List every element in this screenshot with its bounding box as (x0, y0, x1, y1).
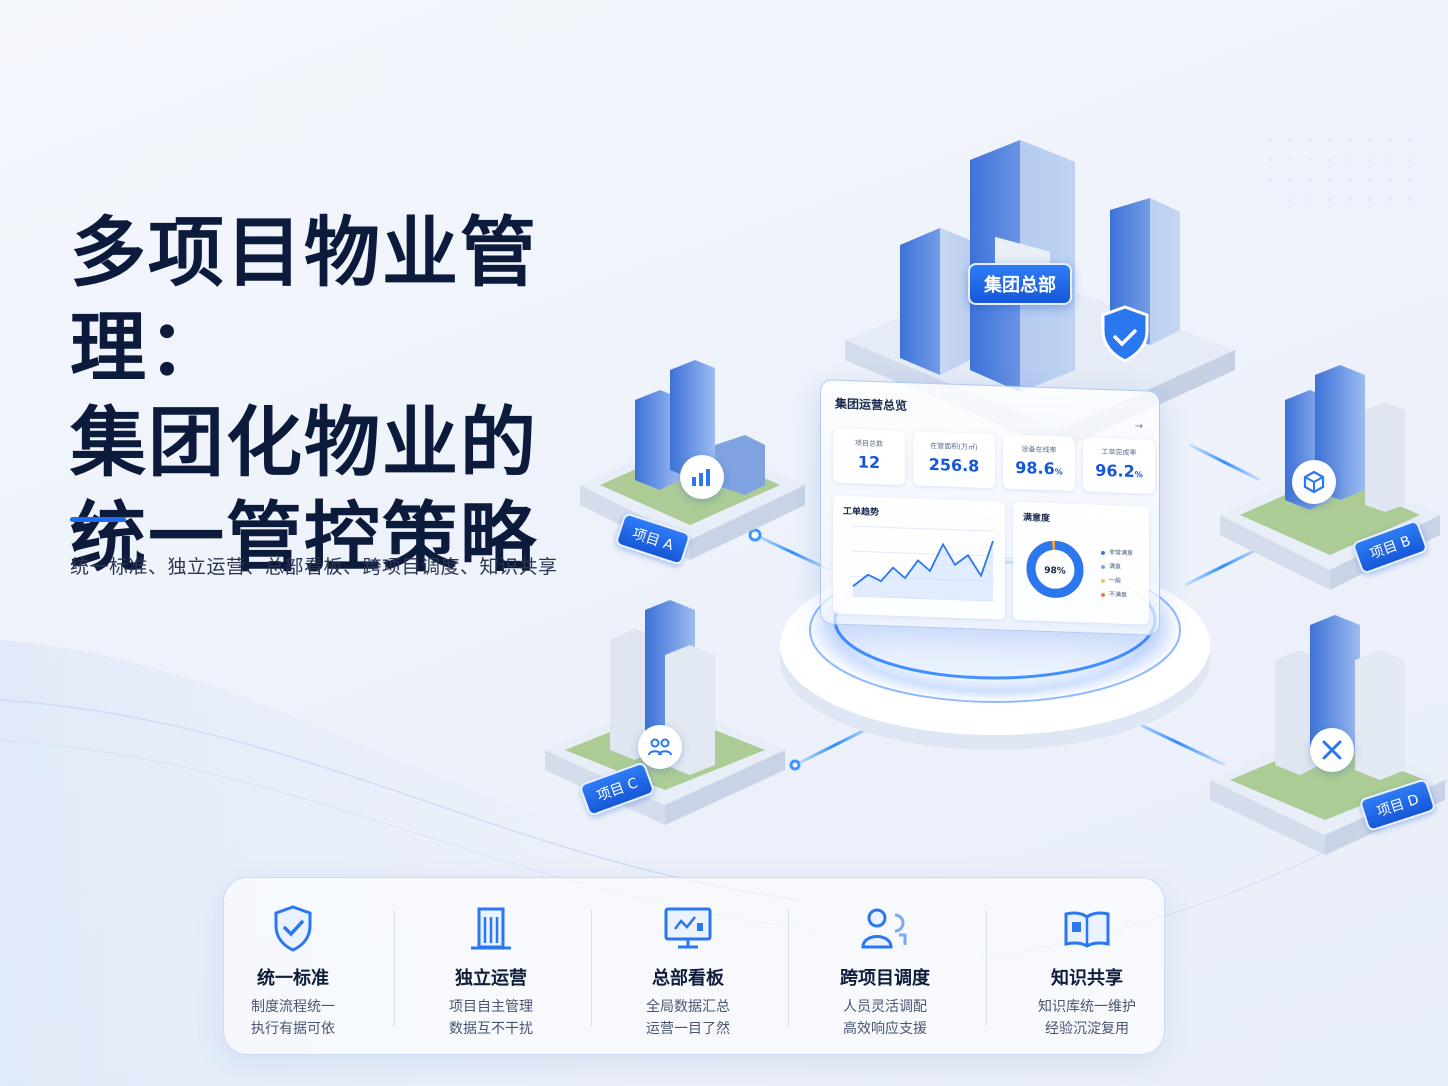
legend-label: 满意 (1109, 563, 1122, 571)
satisfaction-title: 满意度 (1023, 513, 1051, 525)
kpi-value: 98.6% (1003, 457, 1075, 479)
legend-item: 非常满意 (1101, 547, 1133, 557)
cube-icon (1292, 460, 1336, 504)
open-book-icon (1059, 900, 1115, 956)
legend-label: 非常满意 (1109, 549, 1134, 557)
divider (986, 910, 987, 1026)
satisfaction-card: 满意度 98% 非常满意 满意 一般 不满意 (1013, 501, 1149, 625)
trend-title: 工单趋势 (843, 506, 880, 519)
feature-desc: 人员灵活调配 (843, 999, 927, 1015)
dashboard-title: 集团运营总览 (835, 396, 908, 414)
feature-item-knowledge: 知识共享 知识库统一维护 经验沉淀复用 (992, 878, 1182, 1056)
feature-bar: 统一标准 制度流程统一 执行有据可依 独立运营 项目自主管理 数据互不干扰 总部… (223, 877, 1165, 1055)
donut-center-label: 98% (1044, 566, 1066, 577)
kpi-card: 工单完成率 96.2% (1083, 437, 1155, 494)
legend-label: 不满意 (1109, 591, 1128, 599)
hero-title: 多项目物业管理： 集团化物业的 统一管控策略 (70, 205, 670, 585)
trend-card: 工单趋势 (833, 495, 1005, 620)
kpi-label: 设备在线率 (1021, 445, 1057, 455)
dashboard-more-arrow: → (1134, 421, 1143, 433)
building-icon (463, 900, 519, 956)
kpi-card: 项目总数 12 (833, 428, 905, 486)
monitor-dashboard-icon (660, 900, 716, 956)
hero-title-line-1: 多项目物业管理： (70, 208, 538, 392)
feature-desc: 高效响应支援 (843, 1021, 927, 1037)
kpi-label: 在管面积(万㎡) (930, 441, 978, 452)
kpi-label: 工单完成率 (1101, 447, 1137, 458)
kpi-value-number: 98.6 (1015, 457, 1055, 479)
isometric-scene: 集团总部 项目 A 项目 B 项目 C 项目 D 集团运营总览 → 项目总数 1… (540, 100, 1448, 860)
bar-chart-icon (680, 455, 724, 499)
divider (788, 910, 789, 1026)
hero-subtitle: 统一标准、独立运营、总部看板、跨项目调度、知识共享 (70, 556, 558, 578)
legend-item: 不满意 (1101, 589, 1127, 599)
feature-desc: 经验沉淀复用 (1045, 1021, 1129, 1037)
hero-title-line-3: 统一管控策略 (70, 493, 538, 582)
kpi-value: 12 (833, 452, 905, 474)
kpi-value-number: 12 (857, 452, 881, 473)
hero-accent-rule (70, 517, 126, 522)
feature-desc: 知识库统一维护 (1038, 999, 1136, 1015)
legend-item: 满意 (1101, 561, 1121, 571)
feature-desc: 全局数据汇总 (646, 999, 730, 1015)
hero: 多项目物业管理： 集团化物业的 统一管控策略 (70, 205, 670, 585)
kpi-value-number: 96.2 (1095, 460, 1135, 482)
divider (591, 910, 592, 1026)
feature-title: 统一标准 (257, 968, 329, 989)
feature-item-independent: 独立运营 项目自主管理 数据互不干扰 (396, 878, 586, 1056)
feature-desc: 执行有据可依 (251, 1021, 335, 1037)
satisfaction-donut: 98% (1026, 540, 1084, 598)
connection-lines (754, 443, 1261, 767)
divider (394, 910, 395, 1026)
shield-check-icon (265, 900, 321, 956)
people-icon (638, 725, 682, 769)
hero-title-line-2: 集团化物业的 (70, 398, 538, 487)
feature-title: 知识共享 (1051, 968, 1123, 989)
feature-title: 跨项目调度 (840, 968, 930, 989)
feature-desc: 项目自主管理 (449, 999, 533, 1015)
tools-icon (1310, 728, 1354, 772)
feature-desc: 制度流程统一 (251, 999, 335, 1015)
kpi-unit: % (1134, 470, 1143, 480)
feature-item-standard: 统一标准 制度流程统一 执行有据可依 (198, 878, 388, 1056)
hq-label: 集团总部 (968, 263, 1072, 305)
users-exchange-icon (857, 900, 913, 956)
kpi-unit: % (1054, 467, 1063, 477)
feature-desc: 数据互不干扰 (449, 1021, 533, 1037)
kpi-value: 96.2% (1083, 460, 1155, 482)
feature-title: 独立运营 (455, 968, 527, 989)
kpi-value: 256.8 (913, 454, 995, 476)
dashboard-panel: 集团运营总览 → 项目总数 12 在管面积(万㎡) 256.8 设备在线率 98… (820, 379, 1160, 636)
feature-item-dispatch: 跨项目调度 人员灵活调配 高效响应支援 (790, 878, 980, 1056)
kpi-card: 在管面积(万㎡) 256.8 (913, 431, 995, 489)
legend-item: 一般 (1101, 575, 1121, 585)
feature-title: 总部看板 (652, 968, 724, 989)
kpi-label: 项目总数 (855, 439, 883, 449)
feature-item-dashboard: 总部看板 全局数据汇总 运营一目了然 (593, 878, 783, 1056)
legend-label: 一般 (1109, 577, 1122, 585)
kpi-value-number: 256.8 (928, 454, 980, 476)
kpi-card: 设备在线率 98.6% (1003, 434, 1075, 491)
feature-desc: 运营一目了然 (646, 1021, 730, 1037)
hq-shield-icon (1101, 305, 1149, 363)
trend-line-chart (851, 525, 995, 602)
